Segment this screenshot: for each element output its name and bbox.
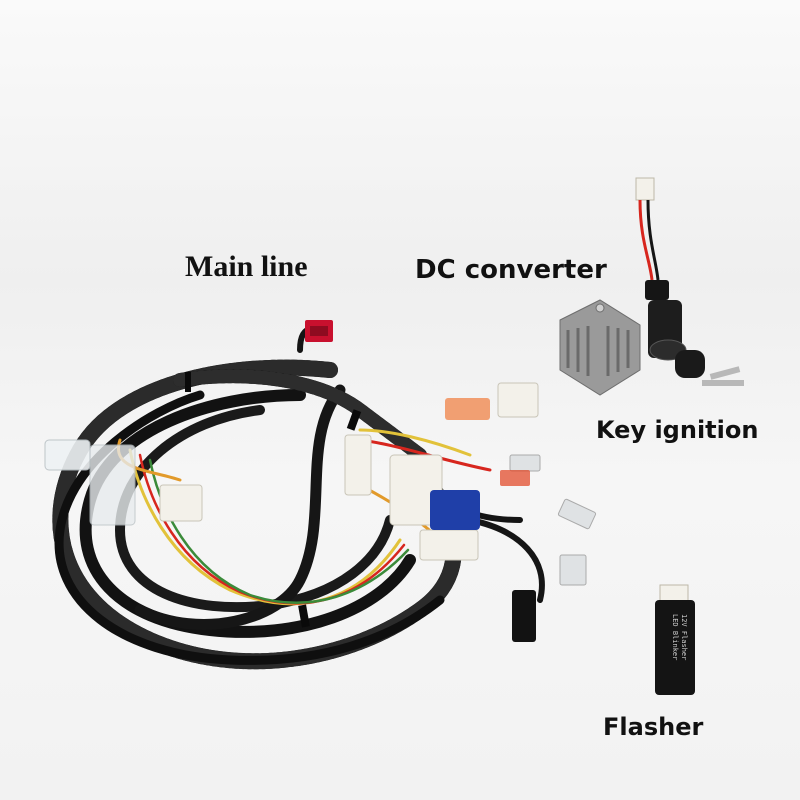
flasher-label: Flasher [603,713,704,741]
spade-terminal [557,498,597,530]
dc-converter [559,299,641,396]
white-connector [419,529,479,561]
white-connector [497,382,539,418]
main-wiring-harness [52,326,545,670]
white-connector [159,484,203,522]
flasher-print-line-2: LED Blinker [671,614,679,661]
ignition-plug [635,177,655,201]
white-connector [344,434,372,496]
clear-terminal [89,444,136,526]
blue-connector [430,490,480,530]
flasher-print-line-1: 12V Flasher [680,614,688,661]
black-connector [512,590,536,642]
ignition-key-blade [702,380,744,386]
flasher-print: 12V Flasher LED Blinker [660,612,690,682]
main-line-label: Main line [185,250,308,283]
key-ignition [635,177,744,386]
harness-connectors [44,320,597,642]
flasher-relay [655,584,695,695]
spade-terminal [509,454,541,472]
dc-converter-label: DC converter [415,255,607,285]
ignition-key-head [675,350,705,378]
clear-terminal [44,439,91,471]
spade-terminal [559,554,587,586]
key-ignition-label: Key ignition [596,416,759,444]
